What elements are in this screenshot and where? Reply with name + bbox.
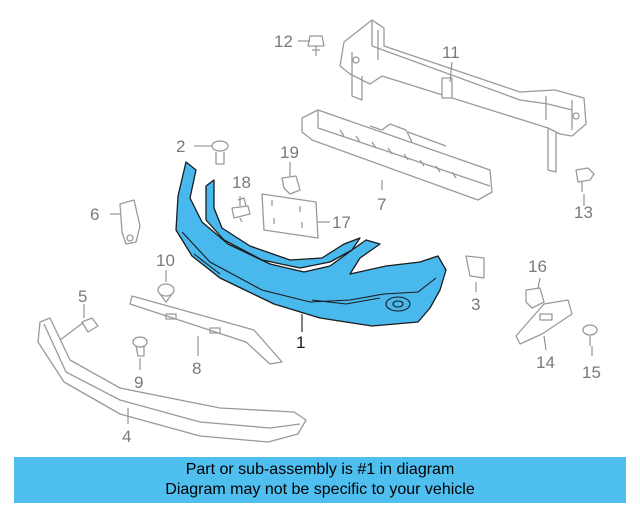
- banner-line-2: Diagram may not be specific to your vehi…: [165, 481, 475, 498]
- callout-16: 16: [528, 257, 547, 276]
- clip-18-part: [231, 197, 251, 223]
- energy-absorber-part: [301, 109, 493, 201]
- callout-19: 19: [280, 143, 299, 162]
- spoiler-4-part: [37, 317, 307, 443]
- clip-10-part: [157, 283, 175, 303]
- callout-1: 1: [296, 333, 305, 352]
- callout-10: 10: [156, 251, 175, 270]
- screw-2-part: [211, 140, 229, 165]
- callout-3: 3: [471, 295, 480, 314]
- bumper-cover-part: [175, 161, 447, 327]
- side-bracket-6-part: [119, 199, 141, 245]
- callout-14: 14: [536, 353, 555, 372]
- rivet-5-part: [59, 317, 99, 341]
- callout-15: 15: [582, 363, 601, 382]
- callout-17: 17: [332, 213, 351, 232]
- bolt-12-part: [307, 35, 325, 56]
- license-bracket-part: [261, 193, 319, 239]
- bracket-3-part: [465, 255, 485, 279]
- screw-15-part: [582, 324, 598, 346]
- callout-7: 7: [377, 195, 386, 214]
- reinforcement-beam-part: [339, 19, 587, 173]
- callout-6: 6: [90, 205, 99, 224]
- callout-4: 4: [122, 427, 131, 446]
- callout-13: 13: [574, 203, 593, 222]
- callout-11: 11: [442, 43, 460, 62]
- screw-9-part: [132, 336, 148, 357]
- clip-19-part: [281, 175, 301, 195]
- callout-18: 18: [232, 173, 251, 192]
- callout-9: 9: [134, 373, 143, 392]
- callout-2: 2: [176, 137, 185, 156]
- lower-strip-8-part: [129, 295, 283, 365]
- clip-16-part: [525, 287, 545, 309]
- callout-12: 12: [274, 32, 293, 51]
- side-bracket-14-part: [515, 299, 573, 345]
- info-banner: Part or sub-assembly is #1 in diagram Di…: [14, 457, 626, 503]
- bolt-13-part: [575, 167, 595, 192]
- callout-5: 5: [78, 287, 87, 306]
- callout-8: 8: [192, 359, 201, 378]
- banner-line-1: Part or sub-assembly is #1 in diagram: [185, 461, 455, 478]
- parts-diagram: 1 2 3 4 5 6 7 8 9 10 11 12 13 14 15 16 1…: [37, 19, 601, 446]
- leader-lines: [83, 40, 593, 424]
